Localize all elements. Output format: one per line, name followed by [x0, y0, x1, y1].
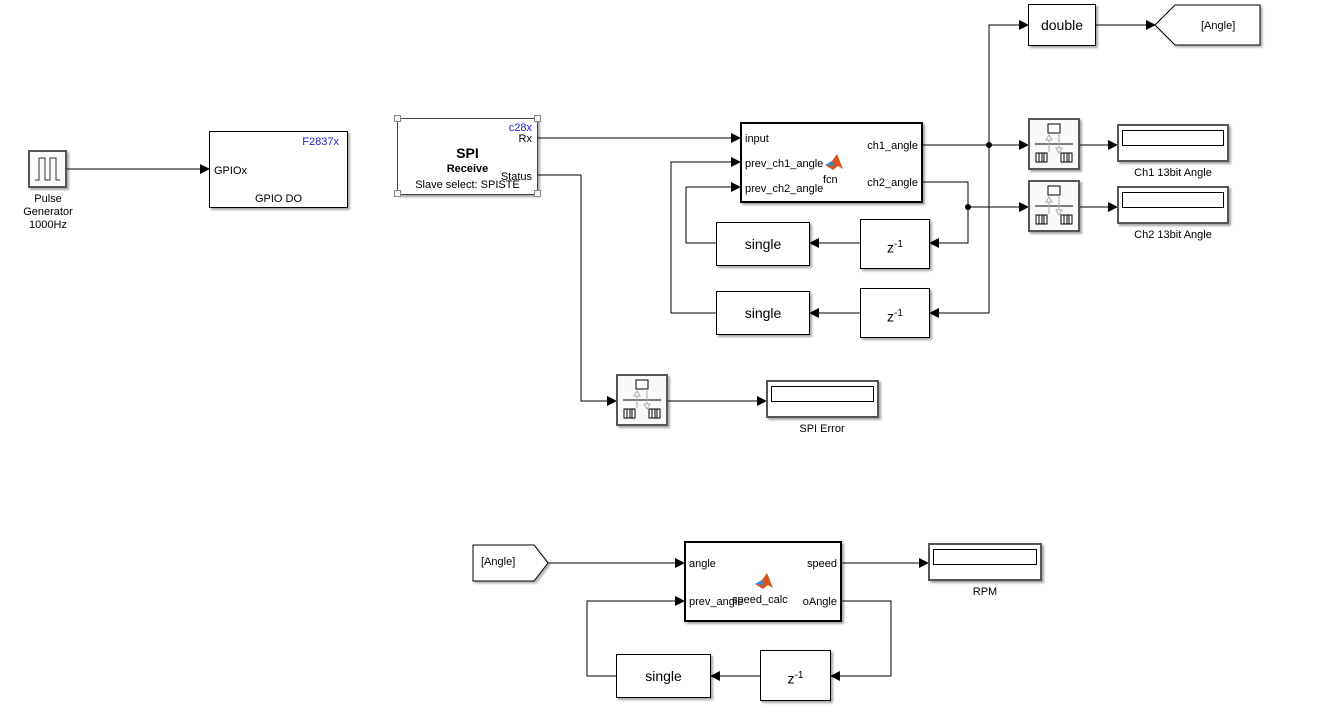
- label-line: Generator: [23, 206, 73, 218]
- input-port-label: angle: [689, 558, 716, 570]
- display-label: Ch1 13bit Angle: [1134, 167, 1212, 179]
- rate-transition-icon: [1035, 185, 1073, 225]
- delay-exponent: -1: [794, 670, 804, 681]
- display-label: Ch2 13bit Angle: [1134, 229, 1212, 241]
- display-rpm-block[interactable]: [928, 543, 1042, 581]
- pulse-generator-block[interactable]: [28, 150, 67, 188]
- rate-transition-ch1-block[interactable]: [1028, 118, 1080, 170]
- branch-point: [965, 204, 971, 210]
- signal-line-single1-prev-ch2[interactable]: [685, 182, 741, 244]
- from-tag: [Angle]: [481, 556, 516, 568]
- block-title: SPI: [456, 145, 479, 161]
- selection-handle[interactable]: [394, 115, 401, 122]
- gpio-do-block[interactable]: F2837x GPIOx GPIO DO: [209, 131, 348, 208]
- rate-transition-icon: [1035, 123, 1073, 163]
- signal-line-status[interactable]: [537, 174, 617, 406]
- label-line: Pulse: [34, 193, 62, 205]
- display-value-field: [933, 549, 1037, 565]
- unit-delay-block[interactable]: z-1: [760, 650, 831, 701]
- convert-single-block[interactable]: single: [716, 222, 810, 266]
- fcn-block[interactable]: input prev_ch1_angle prev_ch2_angle ch1_…: [740, 122, 923, 203]
- signal-line-ch1-branch-down[interactable]: [929, 145, 990, 318]
- signal-line-oangle-delay[interactable]: [830, 600, 892, 681]
- unit-delay-block[interactable]: z-1: [860, 288, 930, 338]
- signal-line-single3-prev-angle[interactable]: [586, 596, 685, 677]
- input-port-label: prev_angle: [689, 596, 744, 608]
- rate-transition-spi-block[interactable]: [616, 374, 668, 426]
- block-label: GPIO DO: [254, 193, 303, 205]
- goto-tag: [Angle]: [1201, 20, 1236, 32]
- branch-point: [986, 142, 992, 148]
- convert-double-block[interactable]: double: [1028, 4, 1096, 46]
- input-port-label: input: [745, 133, 769, 145]
- from-angle-block[interactable]: [472, 544, 552, 584]
- output-port-status: Status: [500, 171, 532, 183]
- unit-delay-block[interactable]: z-1: [860, 219, 930, 269]
- rate-transition-ch2-block[interactable]: [1028, 180, 1080, 232]
- block-label: double: [1040, 17, 1084, 33]
- display-value-field: [1122, 192, 1224, 208]
- selection-handle[interactable]: [534, 190, 541, 197]
- input-port-label: prev_ch1_angle: [745, 158, 824, 170]
- signal-line-ch1-branch-up[interactable]: [988, 20, 1029, 145]
- target-tag: c28x: [508, 122, 532, 134]
- delay-exponent: -1: [894, 239, 903, 250]
- display-spi-error-block[interactable]: [766, 380, 879, 418]
- delay-exponent: -1: [894, 308, 903, 319]
- delay-base: z: [887, 239, 895, 256]
- matlab-function-icon: [825, 154, 843, 170]
- output-port-rx: Rx: [518, 133, 532, 145]
- signal-line-ch2[interactable]: [923, 181, 969, 248]
- spi-receive-block[interactable]: c28x Rx SPI Receive Status Slave select:…: [397, 118, 538, 195]
- display-label: SPI Error: [799, 423, 845, 435]
- delay-label: z-1: [761, 668, 830, 687]
- output-port-label: speed: [807, 558, 837, 570]
- input-port-label: GPIOx: [214, 165, 248, 177]
- delay-label: z-1: [861, 306, 929, 325]
- display-label: RPM: [972, 586, 998, 598]
- function-name: speed_calc: [732, 594, 788, 606]
- pulse-generator-label: Pulse Generator 1000Hz: [18, 193, 78, 232]
- selection-handle[interactable]: [534, 115, 541, 122]
- output-port-label: ch2_angle: [867, 177, 918, 189]
- delay-base: z: [787, 670, 795, 687]
- display-value-field: [1122, 130, 1224, 146]
- block-label: single: [645, 668, 682, 684]
- display-value-field: [771, 386, 874, 402]
- signal-line-single2-prev-ch1[interactable]: [670, 157, 741, 314]
- function-name: fcn: [823, 174, 838, 186]
- label-line: 1000Hz: [29, 219, 67, 231]
- display-ch2-block[interactable]: [1117, 186, 1229, 224]
- output-port-label: ch1_angle: [867, 140, 918, 152]
- speed-calc-block[interactable]: angle prev_angle speed oAngle speed_calc: [684, 541, 842, 622]
- display-ch1-block[interactable]: [1117, 124, 1229, 162]
- delay-base: z: [887, 308, 895, 325]
- rate-transition-icon: [623, 379, 661, 419]
- convert-single-block[interactable]: single: [716, 291, 810, 335]
- input-port-label: prev_ch2_angle: [745, 183, 824, 195]
- block-label: single: [744, 236, 782, 252]
- matlab-function-icon: [755, 573, 773, 589]
- pulse-wave-icon: [35, 157, 60, 181]
- block-subtitle: Receive: [446, 163, 489, 175]
- block-detail: Slave select: SPISTE: [415, 179, 520, 191]
- block-label: single: [744, 305, 782, 321]
- output-port-label: oAngle: [802, 596, 837, 608]
- delay-label: z-1: [861, 237, 929, 256]
- convert-single-block[interactable]: single: [616, 654, 711, 698]
- goto-angle-block[interactable]: [1153, 4, 1263, 48]
- selection-handle[interactable]: [394, 190, 401, 197]
- target-tag: F2837x: [302, 136, 339, 148]
